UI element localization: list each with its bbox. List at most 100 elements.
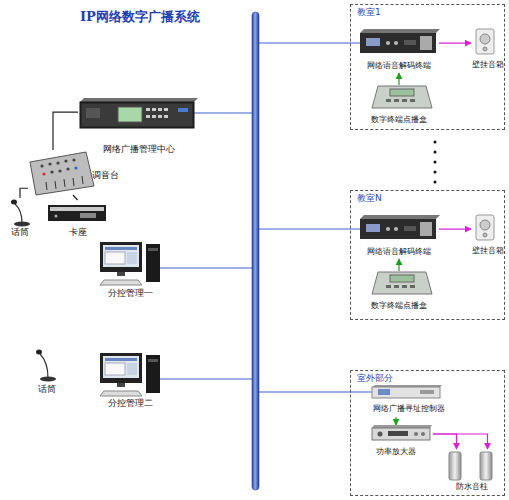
power-amplifier-part	[378, 432, 383, 437]
column-speaker-part	[480, 452, 492, 480]
continuation-dots-part	[434, 171, 437, 174]
power-amplifier-part	[421, 432, 425, 436]
request-box-part	[390, 275, 414, 282]
network-wire-part	[194, 113, 252, 114]
decoder-terminal-part	[360, 33, 436, 53]
microphone-part	[36, 350, 42, 355]
device-label: 防水音柱	[441, 482, 503, 492]
signal-connector	[20, 188, 28, 198]
wall-speaker-part	[483, 47, 487, 51]
request-box-part	[372, 86, 432, 108]
continuation-dots	[434, 141, 437, 184]
address-controller-part	[372, 387, 440, 398]
pc-workstation-part	[105, 358, 137, 361]
network-wire	[160, 43, 372, 392]
device-node: 壁挂音箱	[471, 213, 505, 259]
address-controller	[372, 385, 442, 398]
microphone	[36, 350, 56, 382]
diagram-title: IP网络数字广播系统	[80, 8, 200, 26]
device-label: 网络广播管理中心	[78, 144, 200, 155]
request-box-part	[386, 285, 391, 288]
mixer-device-part	[74, 166, 77, 169]
device-node: 话筒	[30, 348, 64, 396]
column-speaker	[449, 452, 492, 480]
pc-workstation-part	[148, 359, 158, 362]
rack-device	[80, 98, 198, 128]
decoder-terminal-part	[394, 227, 398, 231]
device-label: 数字终端点播盒	[359, 301, 439, 311]
mixer-device-part	[82, 176, 83, 184]
signal-connector	[433, 434, 488, 449]
device-node: 数字终端点播盒	[359, 85, 439, 129]
decoder-terminal	[360, 29, 440, 53]
request-box	[372, 272, 432, 294]
power-amplifier	[372, 425, 432, 440]
mixer-device-part	[30, 152, 94, 195]
network-bus-part	[252, 12, 259, 490]
cassette-deck	[48, 205, 106, 221]
request-box-part	[394, 285, 399, 288]
pc-workstation-part	[105, 247, 137, 250]
mixer-device-part	[40, 164, 43, 167]
mixer-device-part	[64, 179, 65, 187]
microphone	[11, 200, 30, 227]
device-node: 壁挂音箱	[471, 27, 505, 73]
area-group: 网络语音解码终端壁挂音箱数字终端点播盒教室1	[350, 4, 505, 130]
device-node: 话筒	[5, 198, 35, 240]
decoder-terminal-part	[404, 226, 416, 231]
signal-connector	[439, 229, 471, 230]
rack-device-part	[146, 108, 150, 111]
pc-workstation-part	[105, 363, 125, 375]
rack-device-part	[158, 108, 162, 111]
area-group: 网络语音解码终端 壁挂音箱数字终端点播盒教室N	[350, 190, 505, 320]
wall-speaker-part	[476, 29, 494, 54]
continuation-dots-part	[434, 161, 437, 164]
network-wire-part	[259, 392, 372, 393]
pc-workstation-part	[103, 245, 139, 267]
continuation-dots-part	[434, 151, 437, 154]
wall-speaker-part	[480, 220, 490, 230]
decoder-terminal-part	[404, 40, 416, 45]
address-controller-part	[420, 390, 434, 394]
decoder-terminal-part	[420, 36, 432, 50]
wall-speaker-part	[483, 233, 487, 237]
device-label: 调音台	[92, 170, 128, 181]
device-label: 网络语音解码终端	[359, 247, 439, 257]
power-amplifier-part	[388, 431, 408, 436]
wall-speaker-part	[480, 34, 490, 44]
decoder-terminal	[360, 215, 440, 239]
device-label: 卡座	[45, 227, 110, 238]
decoder-terminal-part	[360, 219, 436, 239]
microphone-part	[40, 354, 48, 378]
network-bus	[252, 12, 259, 490]
decoder-terminal-part	[386, 227, 390, 231]
pc-workstation-part	[103, 356, 139, 378]
rack-device-part	[152, 115, 156, 118]
signal-connector	[398, 73, 399, 85]
device-node: 分控管理一	[95, 238, 165, 303]
mixer-device-part	[42, 172, 45, 175]
device-node: 网络广播管理中心	[78, 96, 200, 158]
mixer-device-part	[64, 159, 67, 162]
decoder-terminal-part	[366, 224, 380, 232]
area-heading: 教室N	[357, 193, 382, 204]
request-box-part	[410, 99, 415, 102]
rack-device-part	[118, 107, 142, 122]
cassette-deck-part	[55, 215, 58, 218]
cassette-deck-part	[48, 205, 106, 221]
network-wire-part	[259, 229, 360, 230]
rack-device-part	[178, 108, 188, 112]
device-node: 网络广播寻址控制器	[359, 385, 459, 417]
signal-connector	[53, 112, 78, 150]
pc-workstation	[100, 242, 160, 285]
request-box-part	[410, 285, 415, 288]
device-node: 调音台	[28, 150, 128, 195]
power-amplifier-part	[414, 432, 418, 436]
request-box-part	[390, 89, 414, 96]
decoder-terminal-part	[360, 29, 440, 33]
device-label: 分控管理二	[95, 398, 165, 409]
device-label: 壁挂音箱	[471, 246, 505, 256]
mixer-device	[30, 152, 94, 195]
